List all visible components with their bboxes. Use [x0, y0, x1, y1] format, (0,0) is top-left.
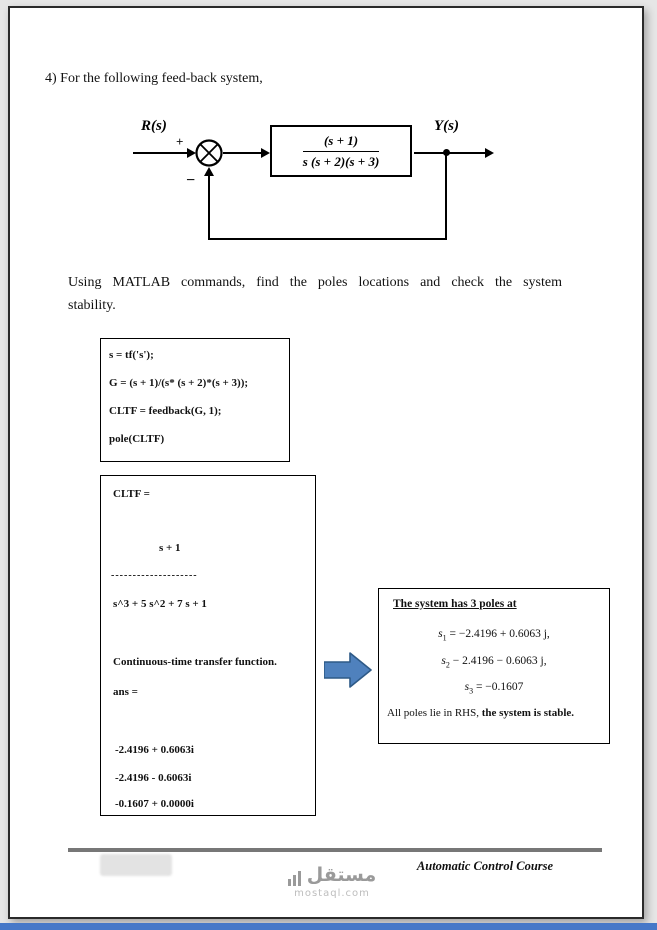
output-fraction-divider: --------------------	[111, 570, 198, 581]
watermark-row: مستقل	[247, 864, 417, 886]
input-signal-line	[133, 152, 188, 154]
summing-junction-icon	[195, 139, 223, 167]
tf-fraction: (s + 1) s (s + 2)(s + 3)	[302, 133, 380, 170]
document-page: 4) For the following feed-back system, R…	[8, 6, 644, 919]
output-continuous-line: Continuous-time transfer function.	[113, 656, 277, 668]
pole-line: s2 − 2.4196 − 0.6063 j,	[379, 655, 609, 670]
input-arrowhead-icon	[187, 148, 196, 158]
tf-denominator: s (s + 2)(s + 3)	[302, 153, 380, 169]
output-cltf-label: CLTF =	[113, 488, 150, 500]
feedback-line-bottom	[208, 238, 447, 240]
plus-sign: +	[176, 134, 184, 149]
instruction-line-1: Using MATLAB commands, find the poles lo…	[68, 275, 562, 290]
code-line: G = (s + 1)/(s* (s + 2)*(s + 3));	[109, 377, 249, 389]
code-line: s = tf('s');	[109, 349, 154, 361]
pole-rest: − 2.4196 − 0.6063 j,	[449, 655, 547, 667]
instruction-paragraph: Using MATLAB commands, find the poles lo…	[68, 271, 562, 317]
pole-rest: = −0.1607	[473, 681, 524, 693]
branch-node	[443, 149, 450, 156]
footer-rule	[68, 848, 602, 852]
junction-to-block-line	[223, 152, 262, 154]
pointer-block-arrow-icon	[324, 652, 372, 688]
result-title: The system has 3 poles at	[393, 598, 517, 610]
output-pole-value: -2.4196 - 0.6063i	[115, 772, 192, 784]
pole-line: s1 = −2.4196 + 0.6063 j,	[379, 628, 609, 643]
output-signal-label: Y(s)	[434, 118, 459, 134]
pole-var: s	[441, 655, 446, 667]
scan-smudge	[100, 854, 172, 876]
feedback-line-up	[208, 175, 210, 240]
watermark-domain: mostaql.com	[294, 888, 370, 899]
feedback-line-down	[445, 154, 447, 240]
matlab-code-box: s = tf('s'); G = (s + 1)/(s* (s + 2)*(s …	[100, 338, 290, 462]
conclusion-bold: the system is stable.	[481, 707, 575, 719]
problem-heading: 4) For the following feed-back system,	[45, 71, 263, 86]
conclusion-normal: All poles lie in RHS,	[387, 707, 482, 719]
transfer-function-block: (s + 1) s (s + 2)(s + 3)	[270, 125, 412, 177]
pole-sub: 2	[445, 660, 450, 670]
instruction-line-2: stability.	[68, 298, 116, 313]
output-signal-line	[414, 152, 486, 154]
pole-sub: 1	[442, 633, 447, 643]
pole-rest: = −2.4196 + 0.6063 j,	[446, 628, 550, 640]
code-line: pole(CLTF)	[109, 433, 165, 445]
output-numerator: s + 1	[159, 542, 181, 554]
result-box: The system has 3 poles at s1 = −2.4196 +…	[378, 588, 610, 744]
feedback-arrowhead-icon	[204, 167, 214, 176]
output-ans-label: ans =	[113, 686, 138, 698]
watermark: مستقل mostaql.com	[247, 864, 417, 899]
pole-var: s	[464, 681, 470, 693]
output-pole-value: -2.4196 + 0.6063i	[115, 744, 194, 756]
pole-line: s3 = −0.1607	[379, 681, 609, 696]
input-signal-label: R(s)	[141, 118, 167, 134]
pole-var: s	[438, 628, 443, 640]
code-line: CLTF = feedback(G, 1);	[109, 405, 222, 417]
minus-sign: −	[186, 172, 196, 189]
watermark-name: مستقل	[306, 864, 377, 886]
output-arrowhead-icon	[485, 148, 494, 158]
tf-numerator: (s + 1)	[302, 133, 380, 152]
output-denominator: s^3 + 5 s^2 + 7 s + 1	[113, 598, 207, 610]
output-pole-value: -0.1607 + 0.0000i	[115, 798, 194, 810]
watermark-logo-icon	[287, 870, 301, 886]
pole-sub: 3	[469, 686, 474, 696]
block-input-arrowhead-icon	[261, 148, 270, 158]
matlab-output-box: CLTF = s + 1 -------------------- s^3 + …	[100, 475, 316, 816]
bottom-blue-bar	[0, 923, 657, 930]
conclusion-line: All poles lie in RHS, the system is stab…	[387, 707, 574, 719]
course-footer: Automatic Control Course	[416, 859, 554, 873]
